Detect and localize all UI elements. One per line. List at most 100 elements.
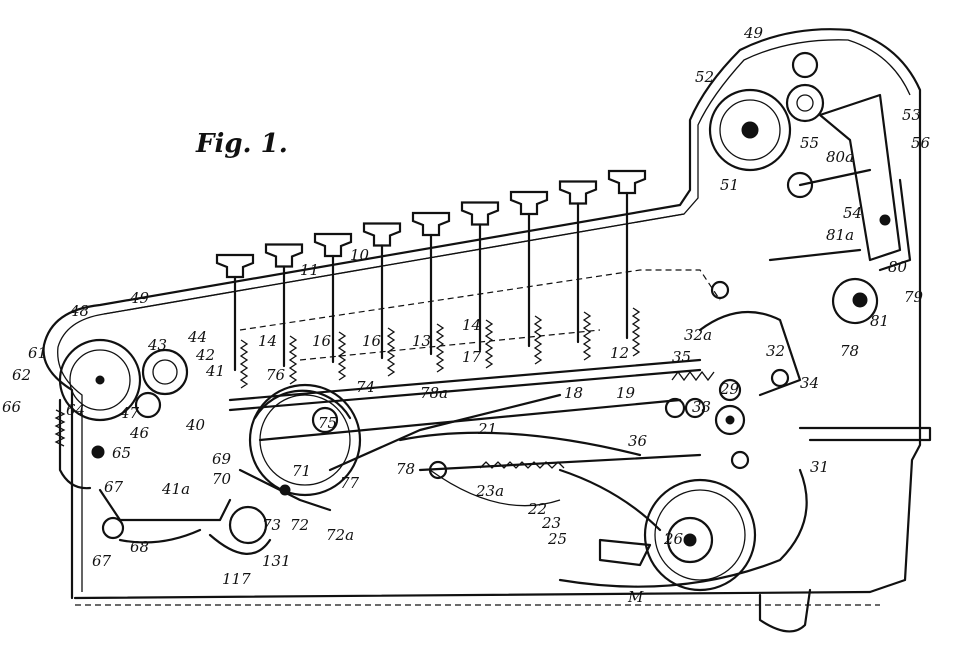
label-35: 35 [672,348,691,366]
label-70: 70 [212,470,232,488]
label-78-mid: 78 [396,460,415,478]
figure-title: Fig. 1. [195,129,288,159]
label-62: 62 [12,366,31,384]
key-cap [607,169,647,195]
label-54: 54 [843,204,862,222]
label-49-left: 49 [129,289,150,307]
label-77: 77 [340,474,360,492]
label-25: 25 [547,530,567,548]
key-cap [362,222,402,247]
label-73: 73 [262,516,281,534]
key-7 [509,190,549,365]
label-117: 117 [222,570,251,588]
key-2 [264,243,304,385]
label-76: 76 [266,366,286,384]
label-67: 67 [92,552,112,570]
label-72: 72 [290,516,309,534]
label-61: 61 [28,344,47,362]
label-53: 53 [902,106,921,124]
key-6 [460,201,500,369]
label-34: 34 [800,374,819,392]
label-44: 44 [187,328,207,346]
key-9 [607,169,647,357]
key-cap [313,232,353,258]
label-16b: 16 [362,332,382,350]
right-middle-mechanism [664,280,802,436]
label-22: 22 [527,500,547,518]
key-spring [582,311,592,361]
key-3 [313,232,353,381]
reference-labels: 49 52 53 55 56 80a 51 54 81a 80 79 81 78… [2,24,931,606]
label-46: 46 [129,424,150,442]
key-spring [533,315,543,365]
key-spring [337,331,347,381]
label-74: 74 [356,378,375,396]
key-4 [362,222,402,377]
key-5 [411,211,451,373]
label-42: 42 [195,346,215,364]
label-64: 64 [66,401,85,419]
label-13: 13 [412,332,431,350]
rack-bars [228,269,721,472]
label-26: 26 [663,530,684,548]
label-56: 56 [911,134,931,152]
label-80: 80 [888,258,908,276]
label-71: 71 [292,462,311,480]
label-32: 32 [766,342,785,360]
key-cap [558,180,598,205]
label-78a: 78a [420,384,448,402]
label-12: 12 [610,344,629,362]
key-spring [386,327,396,377]
label-131: 131 [262,552,291,570]
key-cap [509,190,549,216]
label-51: 51 [720,176,739,194]
label-M: M [627,588,644,606]
label-66: 66 [2,398,22,416]
label-29: 29 [719,380,740,398]
label-40: 40 [185,416,206,434]
label-32a: 32a [684,326,712,344]
key-cap [411,211,451,237]
label-41: 41 [205,362,225,380]
left-dial-assembly [54,338,232,544]
label-14a: 14 [258,332,277,350]
key-cap [215,253,255,279]
key-cap [264,243,304,268]
label-67a: 67 [104,478,124,496]
label-48: 48 [69,302,89,320]
label-21: 21 [477,420,497,438]
key-spring [288,335,298,385]
key-cap [460,201,500,226]
motor-assembly [428,450,808,592]
label-23a: 23a [475,482,504,500]
label-16a: 16 [312,332,332,350]
label-19: 19 [616,384,636,402]
right-upper-mechanism [708,51,912,325]
key-8 [558,180,598,361]
label-49-top: 49 [743,24,764,42]
label-31: 31 [810,458,829,476]
label-69: 69 [212,450,232,468]
label-36: 36 [628,432,648,450]
key-spring [435,323,445,373]
label-43: 43 [147,336,167,354]
label-11: 11 [300,261,319,279]
key-row [215,169,647,389]
housing-outline [42,28,932,633]
key-spring [484,319,494,369]
label-78-right: 78 [840,342,859,360]
label-55: 55 [800,134,819,152]
label-65: 65 [112,444,131,462]
label-23: 23 [541,514,561,532]
label-18: 18 [564,384,583,402]
key-1 [215,253,255,389]
label-33: 33 [692,398,711,416]
label-81a: 81a [826,226,854,244]
key-spring [631,307,641,357]
key-spring [239,339,249,389]
label-80a: 80a [826,148,854,166]
label-75: 75 [318,414,337,432]
label-14b: 14 [462,316,481,334]
label-17: 17 [462,348,482,366]
